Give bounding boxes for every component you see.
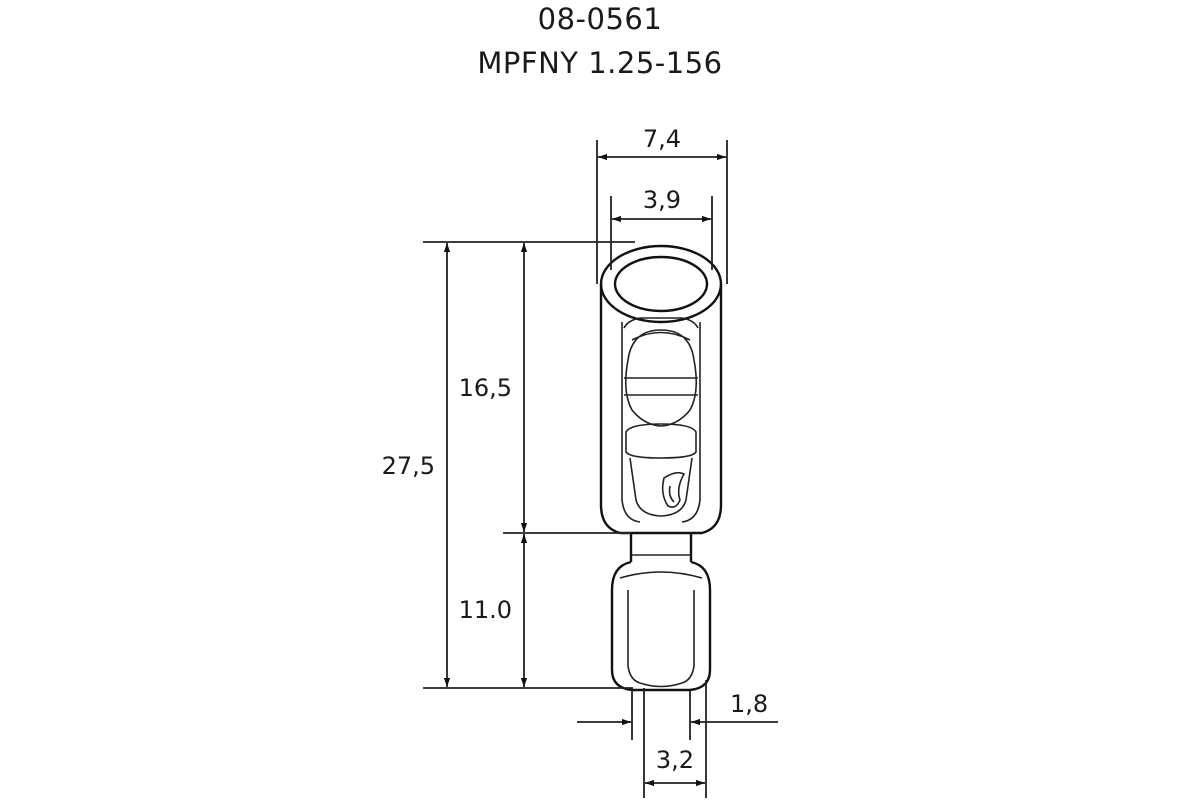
- cavity-right: [681, 322, 701, 523]
- cavity-left: [621, 322, 641, 523]
- label-total-length: 27,5: [382, 452, 435, 480]
- top-rim-inner: [613, 255, 709, 313]
- housing-outline: [599, 284, 723, 535]
- sleeve-lip: [619, 571, 703, 579]
- sleeve-inner-right: [681, 590, 695, 684]
- crimp-slot-inner: [668, 485, 675, 503]
- label-sleeve-width: 3,2: [656, 746, 694, 774]
- dimension-labels: 7,4 3,9 27,5 16,5 11.0 1,8 3,2: [382, 125, 769, 774]
- label-lower-length: 11.0: [459, 596, 512, 624]
- sleeve-outline: [610, 560, 712, 692]
- neck-outline: [629, 533, 693, 562]
- label-upper-length: 16,5: [459, 374, 512, 402]
- connector-body: [599, 244, 723, 692]
- model-name: MPFNY 1.25-156: [477, 46, 723, 80]
- label-inner-width: 3,9: [643, 186, 681, 214]
- contact-shoulder: [623, 317, 699, 329]
- ball-contact: [624, 329, 698, 427]
- label-outer-width: 7,4: [643, 125, 681, 153]
- label-pin-diameter: 1,8: [730, 690, 768, 718]
- crimp-slot: [661, 471, 686, 508]
- sleeve-bottom-curve: [639, 682, 683, 688]
- dimension-lines: [423, 140, 778, 798]
- sleeve-inner-left: [627, 590, 641, 684]
- barrel-collar: [625, 423, 697, 459]
- part-code: 08-0561: [537, 2, 663, 36]
- barrel-taper: [629, 457, 693, 517]
